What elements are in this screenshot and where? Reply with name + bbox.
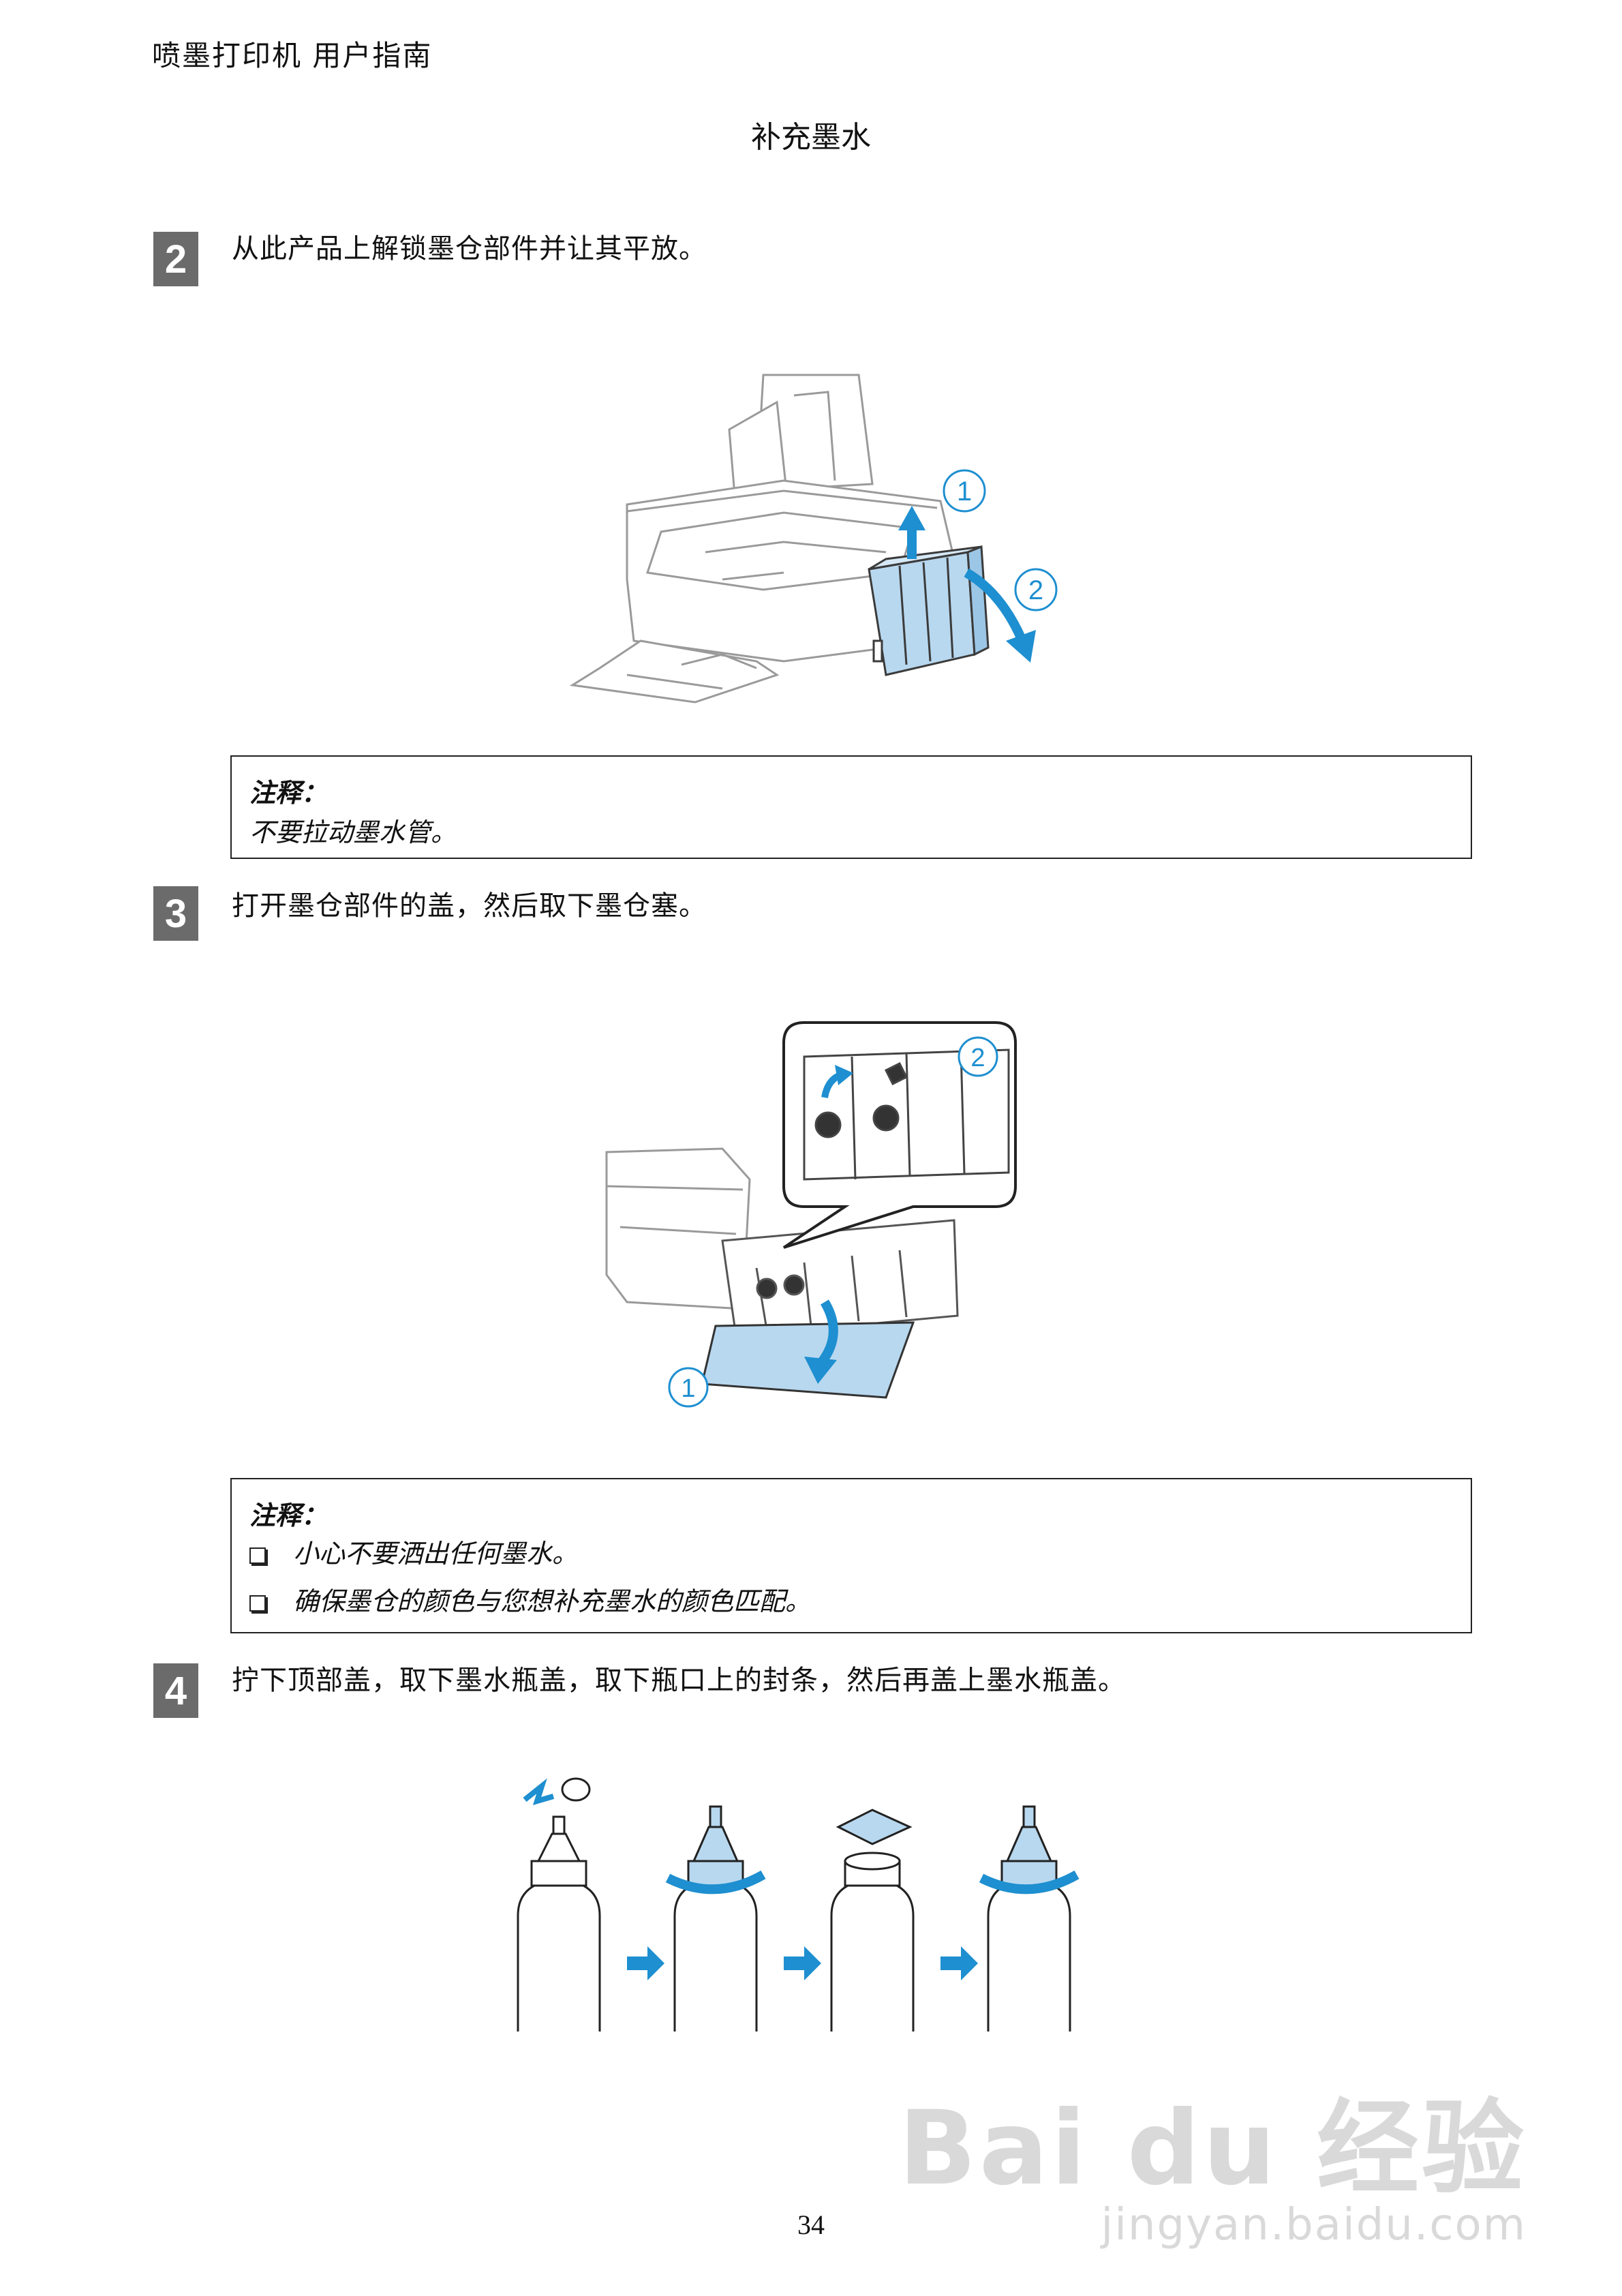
note-list-item: 小心不要洒出任何墨水。 [249, 1532, 578, 1570]
note-list-item: 确保墨仓的颜色与您想补充墨水的颜色匹配。 [249, 1580, 811, 1618]
step-text-4: 拧下顶部盖，取下墨水瓶盖，取下瓶口上的封条，然后再盖上墨水瓶盖。 [232, 1665, 1126, 1696]
running-header: 喷墨打印机 用户指南 [152, 39, 433, 72]
label-2-fig1: 2 [1028, 575, 1043, 605]
step-text-3: 打开墨仓部件的盖，然后取下墨仓塞。 [232, 890, 707, 922]
watermark-brand: Bai du 经验 [898, 2089, 1527, 2208]
baidu-watermark: Bai du 经验 jingyan.baidu.com [898, 2066, 1527, 2250]
printer-ink-tank-illustration: 1 2 [569, 374, 1058, 704]
checkbox-bullet-icon [249, 1595, 266, 1612]
page-number: 34 [797, 2209, 825, 2240]
note-title: 注释： [249, 778, 328, 808]
watermark-url: jingyan.baidu.com [1101, 2200, 1527, 2250]
step-number-4: 4 [153, 1663, 198, 1718]
step-number-2: 2 [153, 232, 198, 286]
note-title: 注释： [249, 1500, 328, 1530]
section-title: 补充墨水 [751, 120, 871, 155]
ink-tank-lid-illustration: 2 1 [605, 1021, 1017, 1408]
note-text: 不要拉动墨水管。 [249, 817, 457, 847]
note-box-2: 注释： 小心不要洒出任何墨水。 确保墨仓的颜色与您想补充墨水的颜色匹配。 [230, 1478, 1472, 1633]
step-number-3: 3 [153, 886, 198, 941]
step-text-2: 从此产品上解锁墨仓部件并让其平放。 [232, 233, 707, 265]
label-1-fig2: 1 [681, 1374, 695, 1403]
ink-bottle-steps-illustration [517, 1777, 1080, 2031]
label-1-fig1: 1 [957, 477, 972, 507]
note-box-1: 注释： 不要拉动墨水管。 [230, 755, 1472, 859]
label-2-fig2: 2 [970, 1044, 985, 1072]
checkbox-bullet-icon [249, 1547, 266, 1564]
